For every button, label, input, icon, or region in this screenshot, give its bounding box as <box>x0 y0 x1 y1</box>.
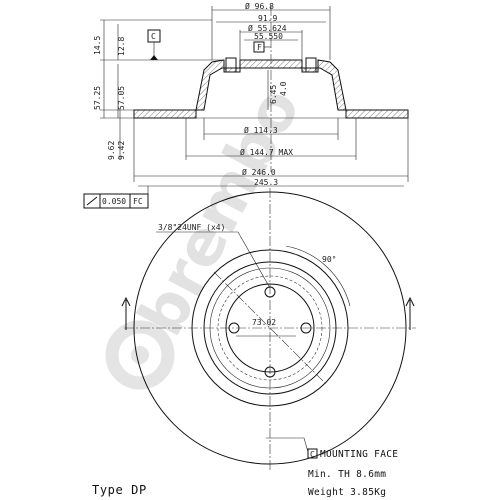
mounting-face-label: MOUNTING FACE <box>320 449 398 460</box>
dim-57-25: 57.25 <box>93 86 102 110</box>
dim-245-3: 245.3 <box>254 178 278 187</box>
dim-6-45: 6.45 <box>269 85 278 104</box>
dim-91-9: 91.9 <box>258 14 277 23</box>
dim-144-7-max: Ø 144.7 MAX <box>240 147 293 157</box>
datum-c: C <box>151 32 156 41</box>
datum-f: F <box>257 43 262 52</box>
section-arrow-right-icon <box>405 296 415 330</box>
dim-9-62: 9.62 <box>107 141 116 160</box>
pcd-73-02: 73.02 <box>252 318 276 327</box>
friction-ring-right <box>345 109 409 119</box>
hub-section <box>195 59 347 111</box>
angle-90: 90° <box>322 255 336 264</box>
min-thickness: Min. TH 8.6mm <box>308 469 386 480</box>
stud-hole-right <box>305 57 317 73</box>
dim-14-5: 14.5 <box>93 36 102 55</box>
friction-ring-left <box>133 109 197 119</box>
runout-tolerance-frame: 0.050 FC <box>83 186 149 209</box>
tolerance-datum: FC <box>133 197 143 206</box>
dim-246-0: Ø 246.0 <box>242 167 276 177</box>
angle-arc <box>285 245 351 307</box>
type-label: Type DP <box>92 483 147 497</box>
dim-9-42: 9.42 <box>117 141 126 160</box>
stud-hole-left <box>225 57 237 73</box>
mounting-face-symbol <box>307 448 318 459</box>
footer-notes: C MOUNTING FACE Min. TH 8.6mm Weight 3.8… <box>92 448 398 498</box>
tolerance-value: 0.050 <box>102 197 126 206</box>
dim-114-3: Ø 114.3 <box>244 125 278 135</box>
dim-12-8: 12.8 <box>117 37 126 56</box>
mounting-face-leader <box>266 437 309 453</box>
dim-4-0: 4.0 <box>279 81 288 96</box>
dim-96-8: Ø 96.8 <box>245 1 274 11</box>
front-view: 3/8"24UNF (x4) 90° 73.02 <box>121 188 416 470</box>
section-arrow-left-icon <box>121 296 131 330</box>
thread-callout: 3/8"24UNF (x4) <box>158 223 225 232</box>
runout-arrow-icon <box>86 196 98 206</box>
dim-55-624: Ø 55.624 <box>248 23 287 33</box>
thread-leader <box>156 231 271 289</box>
section-view: Ø 96.8 91.9 Ø 55.624 55.550 F 14.5 12.8 … <box>83 1 409 209</box>
dim-55-550: 55.550 <box>254 32 283 41</box>
svg-text:C: C <box>310 450 315 459</box>
dim-57-05: 57.05 <box>117 86 126 110</box>
weight: Weight 3.85Kg <box>308 487 386 498</box>
